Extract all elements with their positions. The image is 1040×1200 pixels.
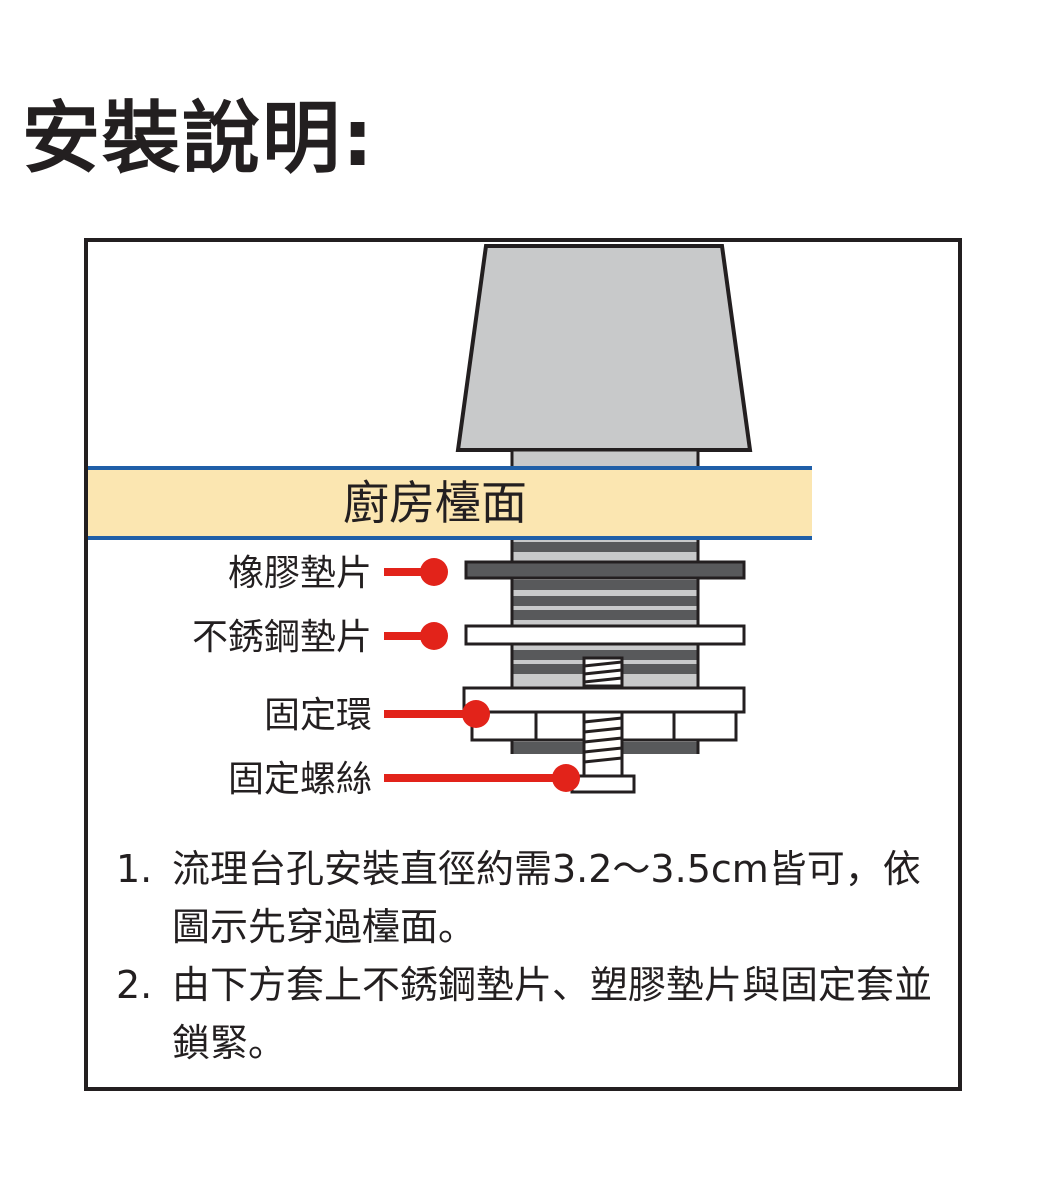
fixing-screw: [570, 710, 636, 794]
counter-label: 廚房檯面: [343, 476, 527, 530]
rubber-washer-label: 橡膠墊片: [227, 553, 372, 594]
callout-rubber-washer: [384, 558, 448, 586]
faucet-neck: [510, 448, 700, 470]
counter-top: [88, 468, 812, 538]
steel-washer-label: 不銹鋼墊片: [191, 617, 372, 658]
step-number: 1.: [116, 847, 153, 891]
step-text: 由下方套上不銹鋼墊片、塑膠墊片與固定套並鎖緊。: [172, 963, 933, 1065]
step-number: 2.: [116, 963, 153, 1007]
installation-diagram-frame: 廚房檯面 橡膠墊片 不銹鋼墊片 固定環 固定螺絲 1. 流理台孔安裝直徑約需3.…: [84, 238, 962, 1091]
instruction-step: 2. 由下方套上不銹鋼墊片、塑膠墊片與固定套並鎖緊。: [116, 956, 946, 1072]
callout-fixing-ring: [384, 700, 490, 728]
fixing-screw-upper: [582, 656, 624, 688]
callout-steel-washer: [384, 622, 448, 650]
rubber-washer: [464, 560, 746, 580]
faucet-body: [455, 244, 753, 452]
callout-fixing-screw: [384, 764, 580, 792]
fixing-ring-label: 固定環: [263, 695, 372, 736]
step-text: 流理台孔安裝直徑約需3.2～3.5cm皆可，依圖示先穿過檯面。: [172, 847, 921, 949]
instruction-list: 1. 流理台孔安裝直徑約需3.2～3.5cm皆可，依圖示先穿過檯面。 2. 由下…: [116, 840, 946, 1072]
steel-washer: [464, 624, 746, 646]
instruction-step: 1. 流理台孔安裝直徑約需3.2～3.5cm皆可，依圖示先穿過檯面。: [116, 840, 946, 956]
fixing-screw-label: 固定螺絲: [227, 759, 372, 800]
page-title: 安裝說明:: [22, 94, 376, 184]
installation-diagram: [88, 244, 812, 794]
